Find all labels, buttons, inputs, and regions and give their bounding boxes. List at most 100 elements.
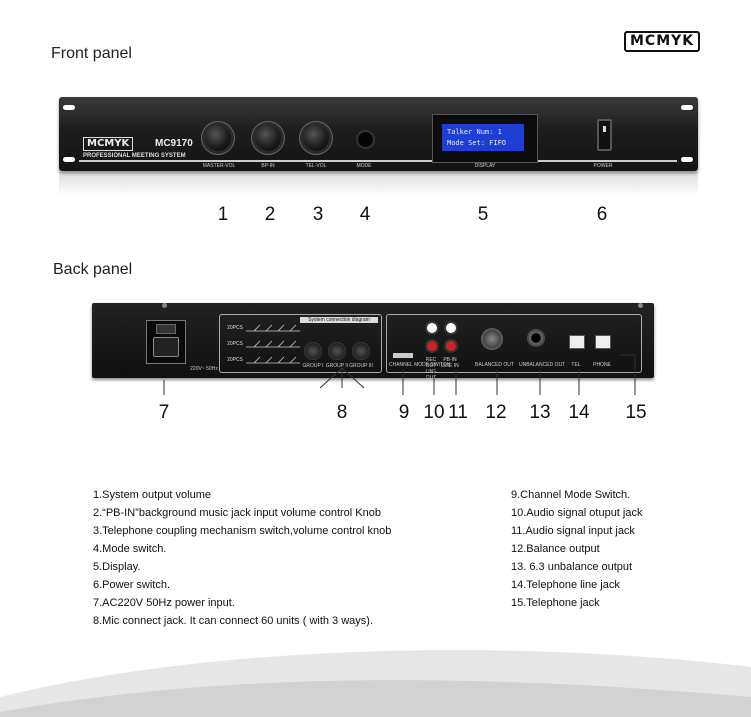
legend-item: 12.Balance output <box>511 543 600 555</box>
legend-left: 1.System output volume 2.“PB-IN”backgrou… <box>93 486 391 630</box>
rack-hole-right-bottom <box>681 157 693 162</box>
mic-jack-group-1[interactable] <box>304 342 322 360</box>
phone-jack[interactable] <box>595 335 611 349</box>
callout-1: 1 <box>217 204 229 225</box>
callout-8: 8 <box>336 402 348 423</box>
pcs-label-3: 20PCS <box>227 357 243 363</box>
callout-5: 5 <box>477 204 489 225</box>
legend-item: 6.Power switch. <box>93 579 171 591</box>
legend-item: 9.Channel Mode Switch. <box>511 489 631 501</box>
pcs-label-1: 20PCS <box>227 325 243 331</box>
callout-4: 4 <box>359 204 371 225</box>
legend-item: 8.Mic connect jack. It can connect 60 un… <box>93 615 374 627</box>
power-socket <box>153 337 179 357</box>
connection-diagram: System connection diagram 20PCS 20PCS 20… <box>219 314 382 373</box>
brand-logo-text: MCMYK <box>630 33 695 49</box>
fuse-holder <box>156 324 176 334</box>
legend-right: 9.Channel Mode Switch. 10.Audio signal o… <box>511 486 642 612</box>
diagram-title: System connection diagram <box>300 317 378 323</box>
callout-12: 12 <box>485 402 507 423</box>
phone-label: PHONE <box>593 362 611 368</box>
label-bp-in: BP-IN <box>261 163 275 169</box>
front-reflection <box>59 172 698 196</box>
callout-2: 2 <box>264 204 276 225</box>
tel-volume-knob[interactable] <box>303 125 329 151</box>
group-label-2: GROUP II <box>325 363 349 369</box>
pb-in-jack-top[interactable] <box>444 321 458 335</box>
mode-button[interactable] <box>356 130 375 149</box>
master-volume-knob[interactable] <box>205 125 231 151</box>
power-inlet-label: 220V~ 50Hz <box>190 366 218 372</box>
front-trim-strip <box>79 160 677 162</box>
power-inlet[interactable] <box>146 320 186 364</box>
balanced-out-xlr[interactable] <box>481 328 503 350</box>
back-panel-title: Back panel <box>53 261 133 278</box>
unbalanced-out-jack[interactable] <box>527 329 545 347</box>
callout-9: 9 <box>398 402 410 423</box>
front-logo-text: MCMYK <box>87 138 130 149</box>
lcd-frame: Talker Num: 1 Mode Set: FIFO <box>432 114 538 163</box>
screw-right <box>638 303 643 308</box>
callout-11: 11 <box>448 402 468 423</box>
back-callout-lines <box>163 354 636 395</box>
legend-item: 11.Audio signal input jack <box>511 525 635 537</box>
label-power: POWER <box>593 163 613 169</box>
legend-item: 10.Audio signal otuput jack <box>511 507 643 519</box>
mic-jack-group-3[interactable] <box>352 342 370 360</box>
tel-label: TEL <box>571 362 581 368</box>
model-subtitle: PROFESSIONAL MEETING SYSTEM <box>83 153 186 159</box>
rack-hole-left-bottom <box>63 157 75 162</box>
group-label-1: GROUP I <box>302 363 324 369</box>
label-tel-vol: TEL-VOL <box>305 163 327 169</box>
front-logo: MCMYK <box>83 137 134 151</box>
rec-out-label: REC OUT LINE OUT <box>425 357 437 381</box>
label-display: DISPLAY <box>474 163 496 169</box>
pb-in-volume-knob[interactable] <box>255 125 281 151</box>
label-master-vol: MASTER-VOL <box>202 163 236 169</box>
io-section: CHANNEL MODE SWITCH REC OUT LINE OUT PB-… <box>386 314 642 381</box>
callout-13: 13 <box>529 402 551 423</box>
group-label-3: GROUP III <box>349 363 373 369</box>
callout-7: 7 <box>158 402 170 423</box>
legend-item: 5.Display. <box>93 561 141 573</box>
rec-out-jack-bottom[interactable] <box>425 339 439 353</box>
front-panel-device: MCMYK MC9170 PROFESSIONAL MEETING SYSTEM… <box>59 97 698 171</box>
mic-jack-group-2[interactable] <box>328 342 346 360</box>
model-name: MC9170 <box>155 138 193 149</box>
legend-item: 1.System output volume <box>93 489 212 501</box>
legend-item: 13. 6.3 unbalance output <box>511 561 633 573</box>
callout-10: 10 <box>423 402 445 423</box>
rack-hole-left-top <box>63 105 75 110</box>
label-mode: MODE <box>356 163 372 169</box>
callout-14: 14 <box>568 402 590 423</box>
legend-item: 7.AC220V 50Hz power input. <box>93 597 235 609</box>
callout-15: 15 <box>625 402 647 423</box>
power-switch[interactable] <box>597 119 612 151</box>
callout-6: 6 <box>596 204 608 225</box>
legend-item: 15.Telephone jack <box>511 597 600 609</box>
bottom-wave-decoration <box>0 650 751 717</box>
lcd-display: Talker Num: 1 Mode Set: FIFO <box>442 124 524 151</box>
diagram-wiring <box>246 324 300 364</box>
screw-left <box>162 303 167 308</box>
legend-item: 14.Telephone line jack <box>511 579 620 591</box>
legend-item: 4.Mode switch. <box>93 543 167 555</box>
balanced-out-label: BALANCED OUT <box>475 362 514 368</box>
pb-in-jack-bottom[interactable] <box>444 339 458 353</box>
back-panel-device: 220V~ 50Hz System connection diagram 20P… <box>92 303 654 381</box>
front-panel-title: Front panel <box>51 45 132 62</box>
power-switch-indicator <box>603 126 606 132</box>
pb-in-label: PB-IN LINE IN <box>441 357 459 369</box>
pcs-label-2: 20PCS <box>227 341 243 347</box>
legend-item: 2.“PB-IN”background music jack input vol… <box>93 507 381 519</box>
channel-mode-switch[interactable] <box>393 353 413 358</box>
legend-item: 3.Telephone coupling mechanism switch,vo… <box>93 525 392 537</box>
rack-hole-right-top <box>681 105 693 110</box>
lcd-line-1: Talker Num: 1 <box>447 128 502 136</box>
tel-line-jack[interactable] <box>569 335 585 349</box>
brand-logo: MCMYK <box>624 31 701 52</box>
unbalanced-out-label: UNBALANCED OUT <box>519 362 566 368</box>
lcd-line-2: Mode Set: FIFO <box>447 139 507 147</box>
rec-out-jack-top[interactable] <box>425 321 439 335</box>
callout-3: 3 <box>312 204 324 225</box>
